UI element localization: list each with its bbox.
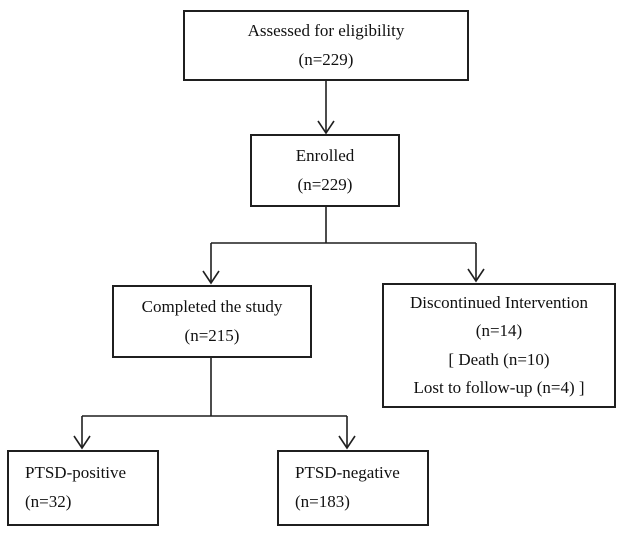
ptsd-negative-label: PTSD-negative: [295, 463, 400, 483]
arrowhead-ptsd-negative: [338, 435, 356, 450]
arrowhead-discontinued: [467, 268, 485, 283]
assessed-box: Assessed for eligibility (n=229): [183, 10, 469, 81]
completed-label: Completed the study: [141, 296, 283, 316]
arrowhead-ptsd-positive: [73, 435, 91, 450]
ptsd-negative-count: (n=183): [295, 492, 350, 511]
arrowhead-enrolled: [317, 120, 335, 135]
discontinued-label: Discontinued Intervention: [410, 293, 588, 313]
arrowhead-completed: [202, 270, 220, 285]
ptsd-positive-box: PTSD-positive (n=32): [7, 450, 159, 526]
completed-count: (n=215): [184, 325, 240, 345]
enrolled-box: Enrolled (n=229): [250, 134, 400, 207]
assessed-count: (n=229): [298, 49, 354, 69]
discontinued-lost: Lost to follow-up (n=4) ]: [413, 377, 585, 397]
completed-box: Completed the study (n=215): [112, 285, 312, 358]
assessed-label: Assessed for eligibility: [247, 20, 405, 40]
discontinued-death: [ Death (n=10): [448, 349, 550, 369]
enrolled-label: Enrolled: [295, 145, 355, 165]
enrolled-count: (n=229): [297, 174, 353, 194]
discontinued-count: (n=14): [475, 321, 523, 341]
discontinued-box: Discontinued Intervention (n=14) [ Death…: [382, 283, 616, 408]
ptsd-positive-label: PTSD-positive: [25, 463, 127, 483]
ptsd-negative-box: PTSD-negative (n=183): [277, 450, 429, 526]
ptsd-positive-count: (n=32): [25, 492, 72, 511]
